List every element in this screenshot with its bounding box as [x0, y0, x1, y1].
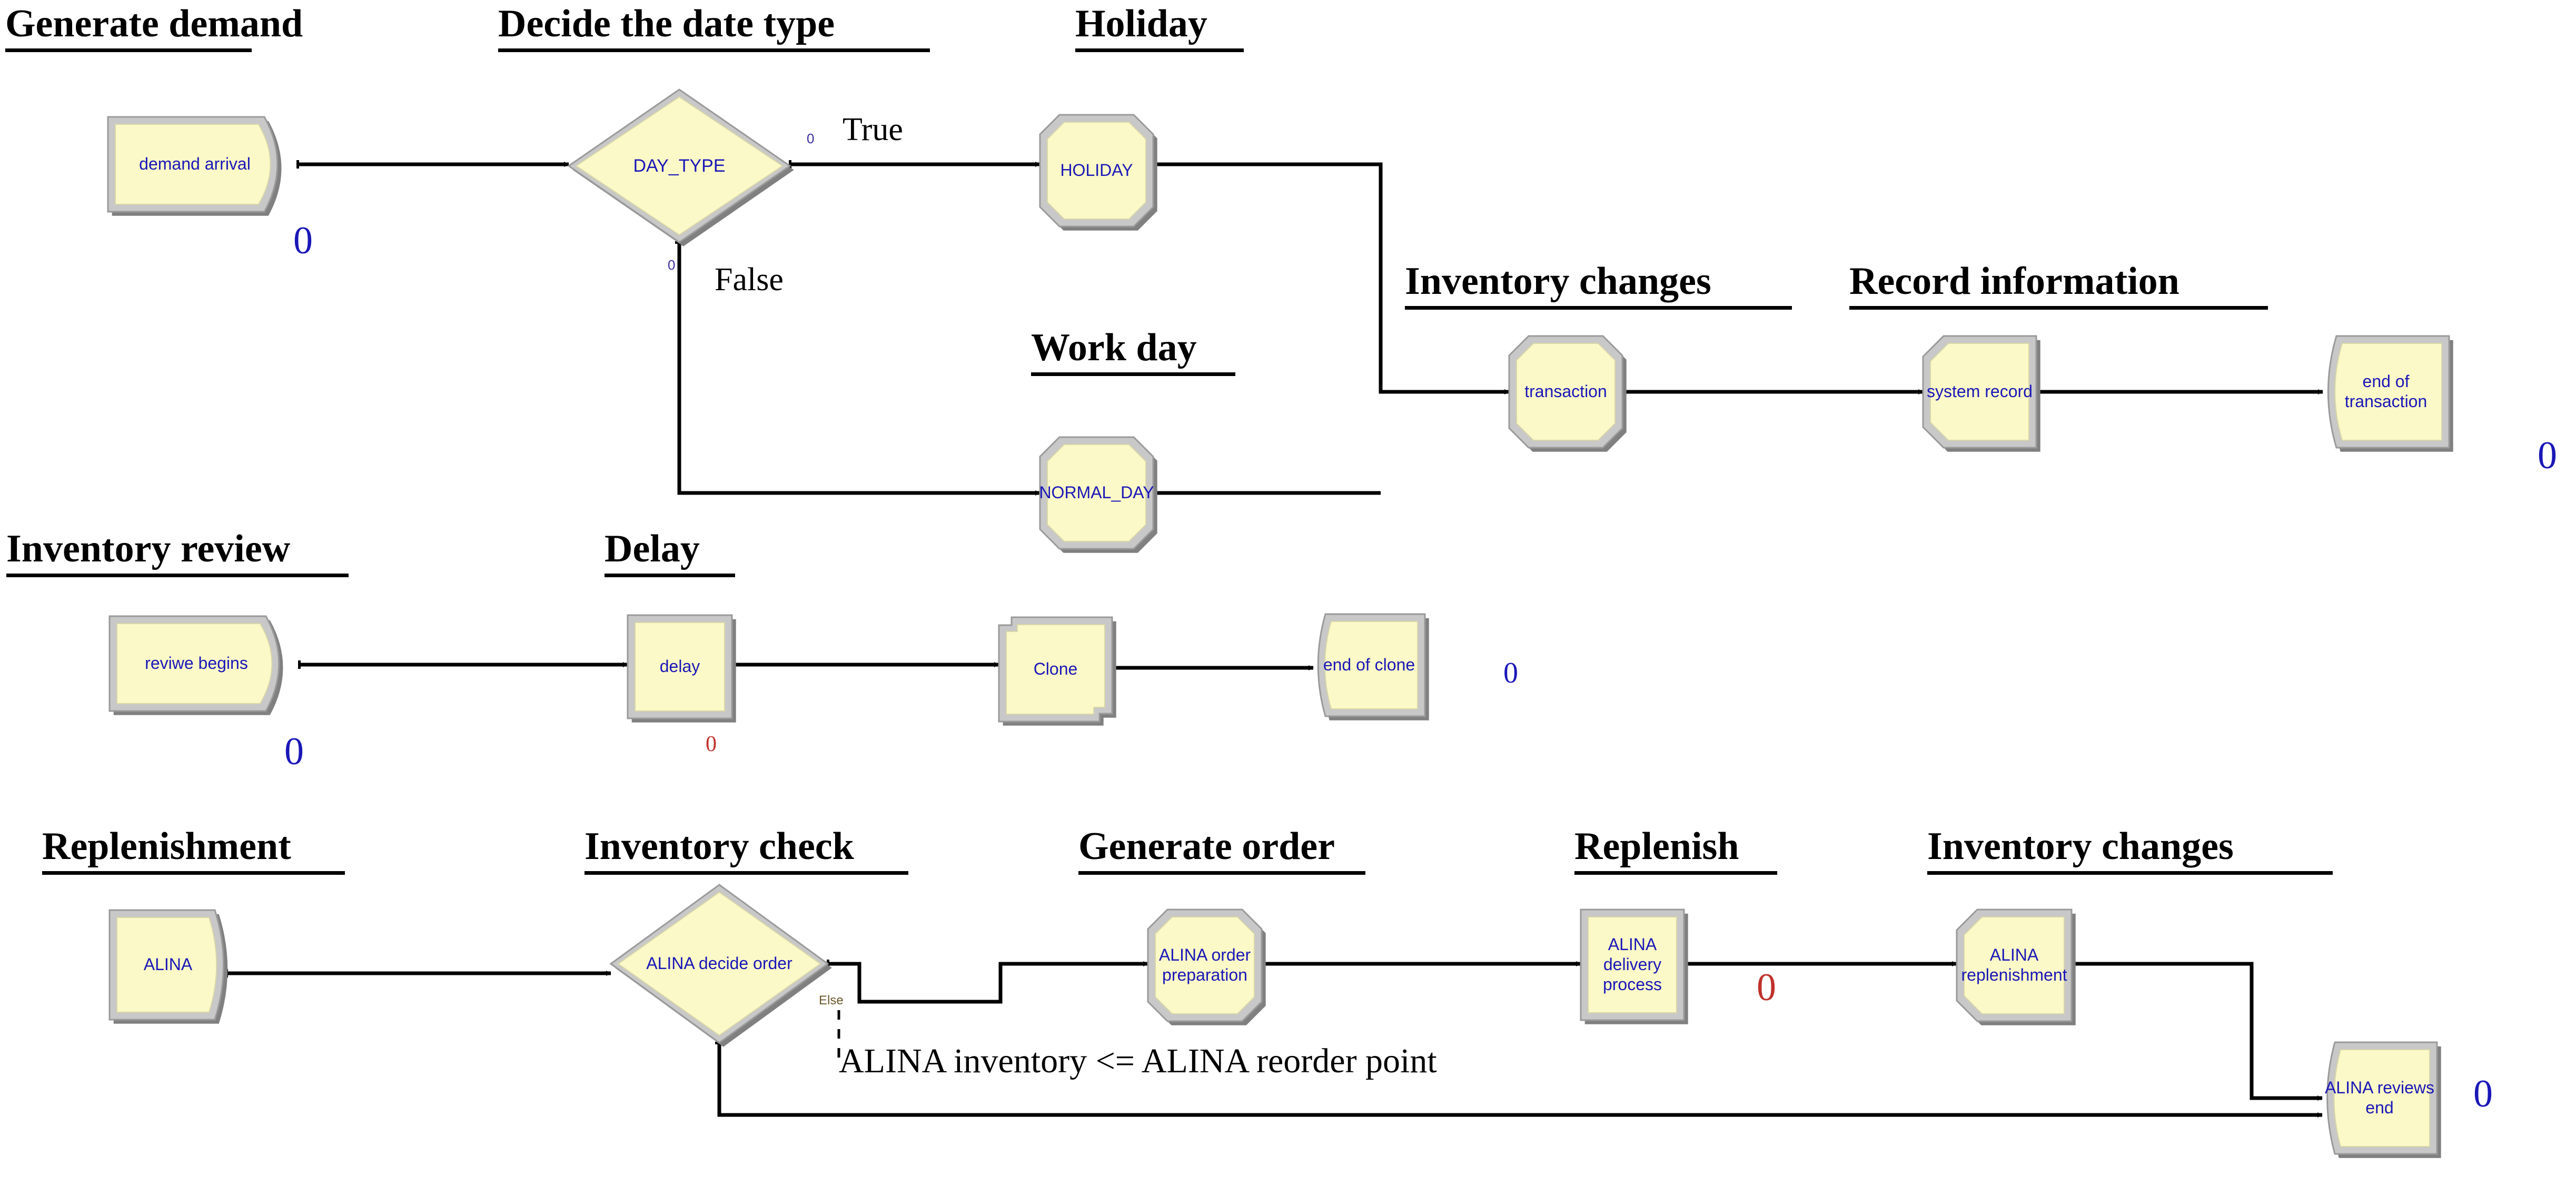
edge-label-true-label: True — [843, 112, 903, 147]
port-number-day-type-true-port: 0 — [807, 131, 815, 146]
section-underline-replenish — [1574, 871, 1777, 875]
section-title-inventory-changes-2: Inventory changes — [1927, 825, 2234, 868]
counter-badge-badge-demand-arrival: 0 — [293, 219, 313, 262]
counter-badge-badge-end-transaction: 0 — [2538, 434, 2557, 477]
section-title-holiday: Holiday — [1075, 2, 1207, 45]
section-title-generate-order: Generate order — [1078, 825, 1335, 868]
section-underline-work-day — [1031, 372, 1235, 376]
section-underline-inventory-review — [6, 574, 349, 577]
node-alina-replenish[interactable] — [1956, 908, 2076, 1025]
connector-replenish-to-reviews-end — [2070, 960, 2323, 1101]
section-underline-generate-order — [1078, 871, 1365, 875]
connector-decide-order-to-order-prep — [827, 960, 1148, 1004]
section-underline-record-information — [1849, 306, 2268, 310]
section-title-inventory-review: Inventory review — [6, 527, 291, 570]
section-title-replenish: Replenish — [1574, 825, 1739, 868]
node-system-record[interactable] — [1922, 335, 2040, 452]
section-underline-inventory-check — [584, 871, 908, 875]
node-end-of-clone[interactable] — [1317, 613, 1429, 720]
node-alina[interactable] — [108, 909, 228, 1024]
node-day-type[interactable] — [567, 88, 794, 246]
counter-badge-badge-alina-delivery: 0 — [1757, 966, 1776, 1009]
section-title-replenishment: Replenishment — [42, 825, 291, 868]
counter-badge-badge-reviwe-begins: 0 — [284, 730, 304, 773]
node-alina-delivery[interactable] — [1580, 908, 1688, 1024]
section-title-decide-date-type: Decide the date type — [498, 2, 835, 45]
node-holiday[interactable] — [1039, 114, 1157, 231]
node-transaction[interactable] — [1508, 335, 1627, 452]
counter-badge-badge-delay: 0 — [706, 732, 717, 756]
node-clone[interactable] — [998, 616, 1116, 726]
section-underline-generate-demand — [5, 48, 252, 52]
counter-badge-badge-alina-reviews: 0 — [2473, 1072, 2493, 1115]
connector-decide-order-else-to-reviews-end — [715, 1042, 2323, 1118]
section-title-inventory-check: Inventory check — [584, 825, 854, 868]
node-alina-order-prep[interactable] — [1147, 908, 1266, 1025]
node-alina-reviews-end[interactable] — [2326, 1041, 2441, 1158]
section-title-inventory-changes-1: Inventory changes — [1405, 260, 1711, 303]
connector-holiday-to-transaction — [1152, 160, 1510, 394]
section-underline-inventory-changes-1 — [1405, 306, 1792, 310]
port-number-day-type-false-port: 0 — [668, 257, 676, 273]
section-title-record-information: Record information — [1849, 260, 2179, 303]
section-underline-decide-date-type — [498, 48, 930, 52]
section-underline-delay — [605, 574, 735, 577]
edge-label-false-label: False — [715, 262, 784, 298]
section-underline-holiday — [1075, 48, 1244, 52]
condition-expression-label: ALINA inventory <= ALINA reorder point — [839, 1042, 1437, 1080]
section-underline-inventory-changes-2 — [1927, 871, 2333, 875]
node-delay[interactable] — [627, 614, 736, 723]
section-title-delay: Delay — [605, 527, 700, 570]
section-title-generate-demand: Generate demand — [5, 2, 303, 45]
else-branch-label: Else — [819, 993, 844, 1008]
node-alina-decide-order[interactable] — [609, 884, 832, 1047]
node-normal-day[interactable] — [1039, 436, 1157, 553]
node-demand-arrival[interactable] — [107, 116, 282, 216]
connector-day-type-false-to-normal-day — [675, 241, 1041, 496]
counter-badge-badge-end-of-clone: 0 — [1503, 657, 1518, 689]
section-title-work-day: Work day — [1031, 326, 1197, 369]
node-reviwe-begins[interactable] — [108, 615, 283, 715]
node-end-of-transaction[interactable] — [2327, 335, 2453, 452]
section-underline-replenishment — [42, 871, 345, 875]
